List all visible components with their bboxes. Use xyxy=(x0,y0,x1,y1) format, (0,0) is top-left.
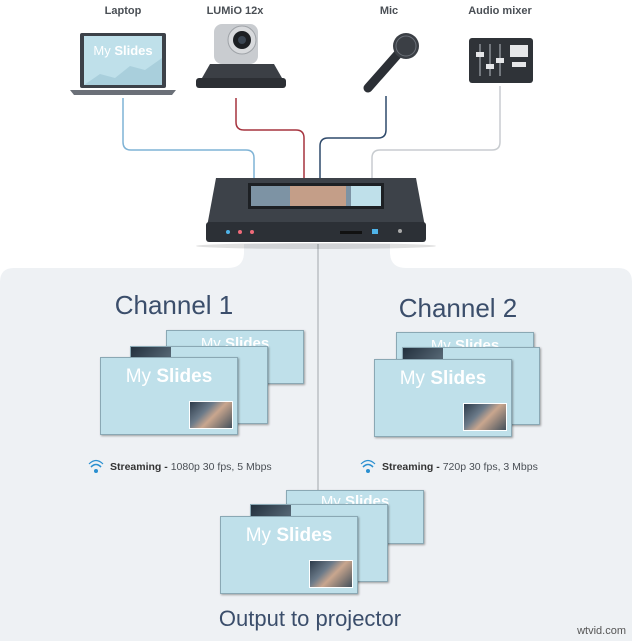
slide-photo xyxy=(309,560,353,588)
laptop-cable xyxy=(122,98,255,185)
laptop-label: Laptop xyxy=(104,5,142,17)
slide-title-bold: Slides xyxy=(276,525,333,546)
channel-2-streaming: Streaming - 720p 30 fps, 3 Mbps xyxy=(360,459,538,475)
slide-title: My Slides xyxy=(101,366,237,388)
slide-photo xyxy=(463,403,507,431)
channel-1-title: Channel 1 xyxy=(114,290,234,320)
slide-title-pre: My xyxy=(399,368,431,389)
channel-2-stream-spec: 720p 30 fps, 3 Mbps xyxy=(442,460,538,473)
slide-title-bold: Slides xyxy=(430,368,487,389)
mixer-label: Audio mixer xyxy=(468,5,532,17)
channel-2-stream-label: Streaming - xyxy=(382,460,440,473)
slide-title: My Slides xyxy=(221,525,357,547)
encoder-device-icon xyxy=(196,178,436,249)
mic-cable xyxy=(319,96,387,185)
slide-title-pre: My xyxy=(245,525,277,546)
wifi-icon xyxy=(360,459,376,473)
slide-title: My Slides xyxy=(375,368,511,390)
output-title: Output to projector xyxy=(218,606,402,631)
slide-title-pre: My xyxy=(125,366,157,387)
audio-mixer-icon xyxy=(469,38,533,83)
mic-label: Mic xyxy=(379,5,399,17)
slide-front: My Slides xyxy=(374,359,512,437)
slide-photo xyxy=(189,401,233,429)
laptop-slide-bold: Slides xyxy=(114,43,152,58)
wifi-icon xyxy=(88,459,104,473)
laptop-icon: My Slides xyxy=(70,33,176,95)
channel-1-stream-label: Streaming - xyxy=(110,460,168,473)
slide-title-bold: Slides xyxy=(156,366,213,387)
camera-label: LUMiO 12x xyxy=(206,5,264,17)
watermark: wtvid.com xyxy=(577,625,626,637)
slide-front: My Slides xyxy=(100,357,238,435)
channel-1-stream-spec: 1080p 30 fps, 5 Mbps xyxy=(170,460,272,473)
camera-cable xyxy=(235,98,305,185)
laptop-slide-pre: My xyxy=(93,43,114,58)
channel-2-title: Channel 2 xyxy=(398,293,518,323)
ptz-camera-icon xyxy=(196,24,286,88)
channel-1-streaming: Streaming - 1080p 30 fps, 5 Mbps xyxy=(88,459,272,475)
laptop-slide-title: My Slides xyxy=(93,43,152,58)
slide-front: My Slides xyxy=(220,516,358,594)
microphone-icon xyxy=(363,33,419,93)
mixer-cable xyxy=(371,86,501,185)
